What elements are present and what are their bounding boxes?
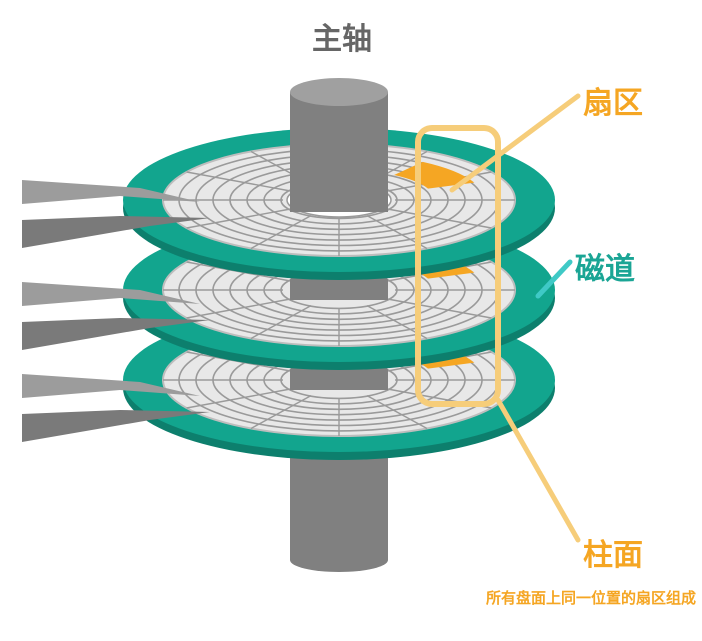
sector-divider: [186, 388, 291, 409]
read-write-arm-middle: [22, 282, 210, 350]
arm-upper: [22, 282, 200, 306]
sector-divider: [186, 208, 291, 229]
arm-upper: [22, 180, 200, 204]
sector-divider: [387, 298, 492, 319]
arm-lower: [22, 410, 210, 442]
track-leader-line: [535, 259, 573, 299]
read-write-arm-top: [22, 180, 210, 248]
sector-leader-line: [449, 93, 581, 193]
sector-divider: [186, 171, 291, 192]
arm-upper: [22, 374, 200, 398]
spindle-label: 主轴: [312, 22, 372, 57]
cylinder-label: 柱面: [583, 538, 643, 573]
sector-divider: [250, 304, 312, 340]
sector-label: 扇区: [583, 86, 643, 121]
cylinder-leader-line: [495, 397, 581, 543]
spindle-upper: [290, 78, 388, 212]
sector-divider: [186, 298, 291, 319]
cylinder-description: 所有盘面上同一位置的扇区组成: [485, 589, 696, 607]
arm-lower: [22, 318, 210, 350]
sector-divider: [250, 394, 312, 430]
read-write-arm-bottom: [22, 374, 210, 442]
sector-divider: [387, 208, 492, 229]
arm-lower: [22, 216, 210, 248]
sector-divider: [366, 394, 428, 430]
sector-divider: [250, 214, 312, 250]
track-label: 磁道: [575, 252, 635, 287]
cylinder-highlight-box: [415, 125, 501, 407]
sector-highlight: [394, 161, 475, 189]
